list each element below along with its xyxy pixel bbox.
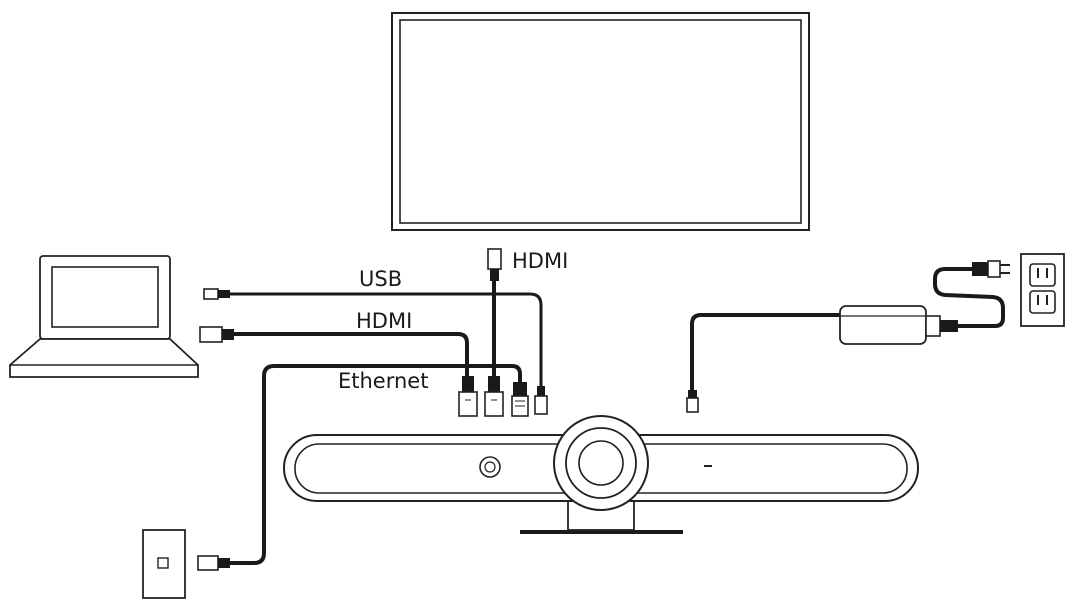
power-adapter-icon: [839, 305, 958, 345]
video-bar-icon: [283, 415, 919, 534]
wall-outlet-icon: [1020, 253, 1065, 327]
usb-plug-camera-icon: [534, 386, 548, 415]
label-usb: USB: [359, 267, 402, 291]
connectors: [197, 248, 1010, 571]
ethernet-cable: [226, 364, 522, 565]
ac-plug-icon: [972, 260, 1010, 278]
ethernet-plug-wall-icon: [197, 555, 230, 571]
dc-plug-icon: [686, 390, 699, 413]
laptop-icon: [9, 255, 199, 378]
label-ethernet: Ethernet: [338, 369, 428, 393]
hdmi-connector-display-icon: [487, 248, 502, 281]
label-hdmi-laptop: HDMI: [356, 309, 412, 333]
label-hdmi-display: HDMI: [512, 249, 568, 273]
usb-cable: [226, 292, 543, 397]
hdmi-plug-camera-2-icon: [484, 376, 504, 417]
ethernet-plug-camera-icon: [511, 382, 529, 417]
cables: [226, 267, 1005, 565]
hdmi-plug-camera-1-icon: [458, 376, 478, 417]
usb-connector-laptop-icon: [203, 288, 230, 300]
power-cable-ac: [933, 267, 1005, 328]
power-cable-dc: [690, 313, 842, 398]
hdmi-laptop-cable: [230, 332, 469, 380]
display-monitor-icon: [391, 12, 810, 231]
hdmi-connector-laptop-icon: [199, 326, 234, 343]
ethernet-wall-jack-icon: [142, 529, 186, 599]
